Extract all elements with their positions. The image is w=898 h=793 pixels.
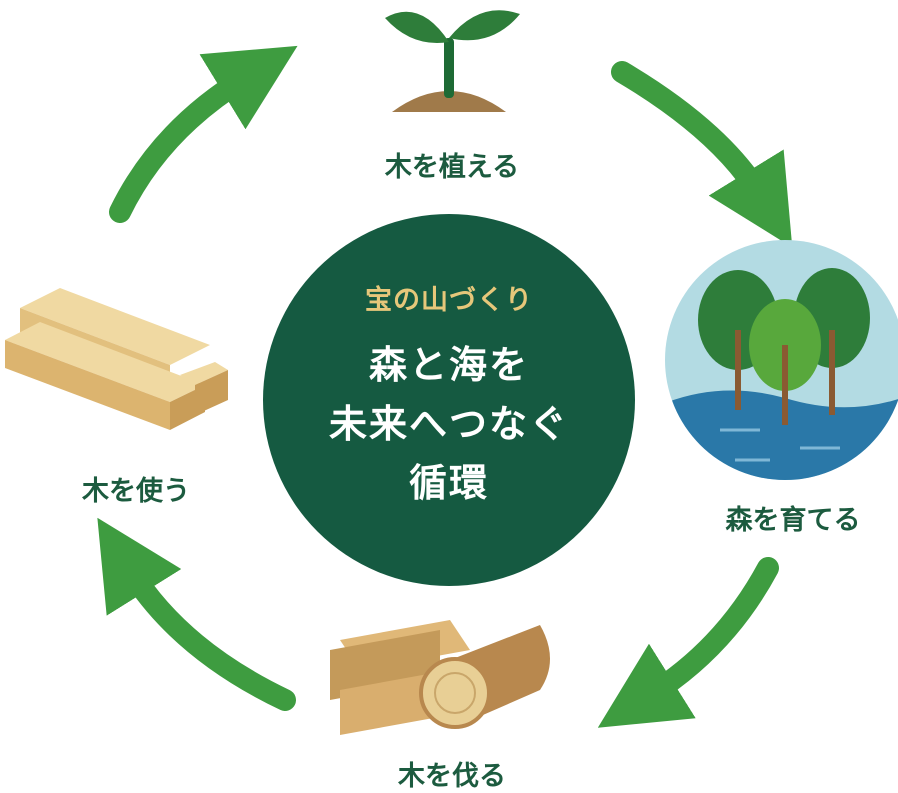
- arrow-grow-to-cut: [597, 557, 779, 728]
- step-label-use: 木を使う: [82, 476, 190, 507]
- center-title-line-1: 森と海を: [368, 343, 529, 387]
- center-subtitle: 宝の山づくり: [365, 285, 533, 316]
- logs-icon: [330, 620, 550, 735]
- step-label-grow: 森を育てる: [725, 505, 861, 536]
- arrow-cut-to-use: [97, 517, 296, 711]
- center-circle: [263, 214, 635, 586]
- lumber-icon: [5, 288, 228, 430]
- seedling-icon: [385, 10, 520, 112]
- step-label-plant: 木を植える: [384, 152, 520, 183]
- arrow-use-to-plant: [109, 45, 298, 223]
- arrow-plant-to-grow: [611, 61, 793, 248]
- center-title-line-2: 未来へつなぐ: [328, 402, 569, 446]
- cycle-arrows: [97, 45, 793, 728]
- center-title-line-3: 循環: [408, 461, 489, 505]
- step-label-cut: 木を伐る: [398, 761, 506, 792]
